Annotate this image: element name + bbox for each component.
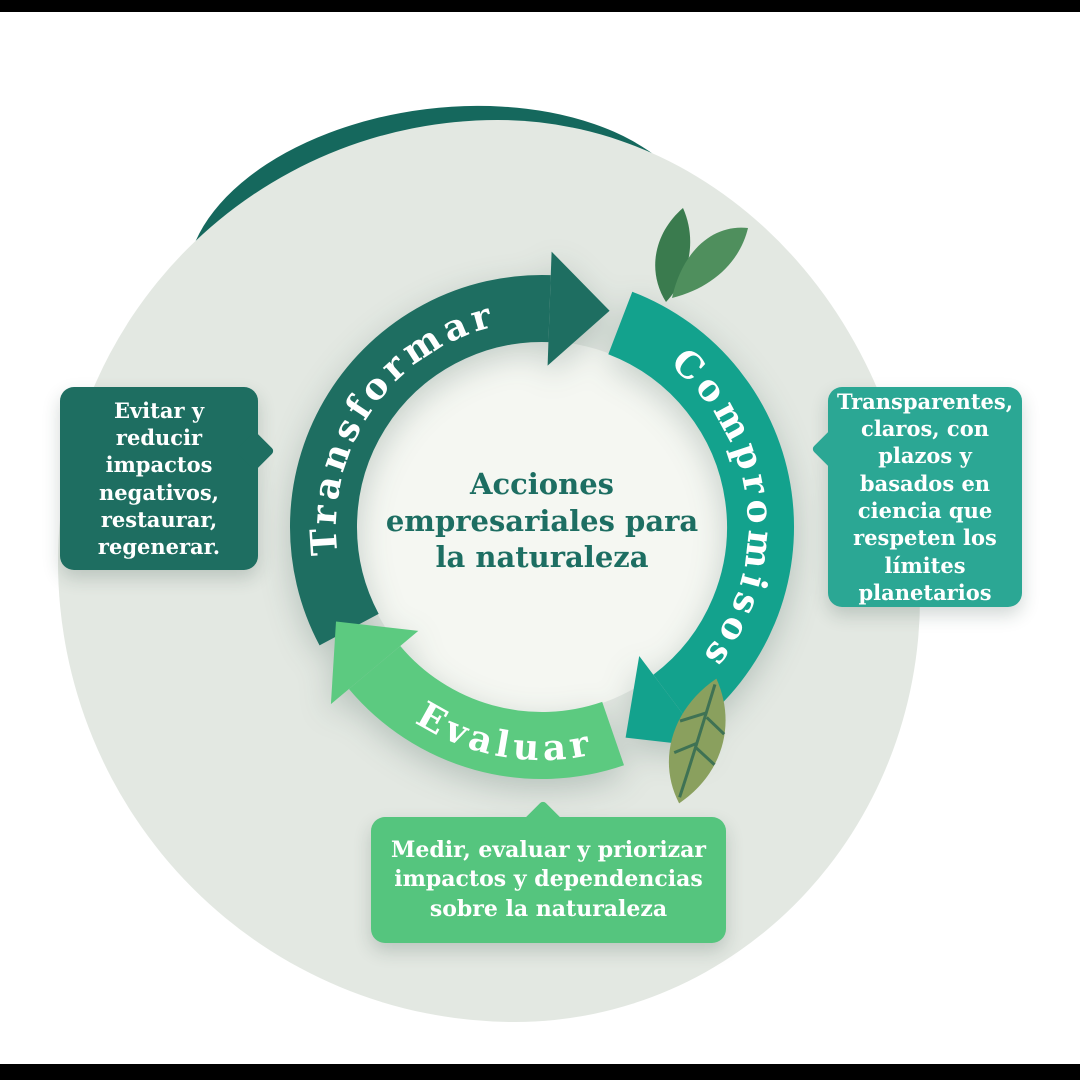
leaf-bottom-icon — [668, 678, 726, 804]
diagram-title-line-3: la naturaleza — [435, 540, 649, 575]
top-letterbox-bar — [0, 0, 1080, 12]
cycle-arcs — [290, 251, 794, 779]
callout-left-text: Evitar y reducir impactos negativos, res… — [97, 397, 221, 560]
diagram-title-line-2: empresariales para — [385, 503, 699, 538]
cycle-inner-circle — [356, 341, 728, 713]
leaf-top-right-icon — [672, 227, 748, 298]
bottom-letterbox-bar — [0, 1064, 1080, 1080]
arc-evaluar — [348, 645, 624, 779]
arc-transformar — [290, 275, 551, 646]
leaves-top-icon — [655, 208, 748, 302]
diagram-title-line-1: Acciones — [469, 467, 615, 501]
callout-right-text: Transparentes, claros, con plazos y basa… — [836, 388, 1014, 605]
callout-compromisos-description: Transparentes, claros, con plazos y basa… — [811, 387, 1022, 607]
callout-transformar-description: Evitar y reducir impactos negativos, res… — [60, 387, 275, 570]
callout-evaluar-description: Medir, evaluar y priorizar impactos y de… — [371, 800, 726, 943]
leaf-bottom-veins-icon — [673, 684, 726, 798]
arc-compromisos — [607, 291, 794, 729]
arc-evaluar-arrowhead-icon — [330, 621, 419, 705]
callout-bottom-text: Medir, evaluar y priorizar impactos y de… — [390, 837, 707, 922]
arc-transformar-arrowhead-icon — [547, 251, 610, 366]
diagram-title: Acciones empresariales para la naturalez… — [382, 466, 702, 576]
